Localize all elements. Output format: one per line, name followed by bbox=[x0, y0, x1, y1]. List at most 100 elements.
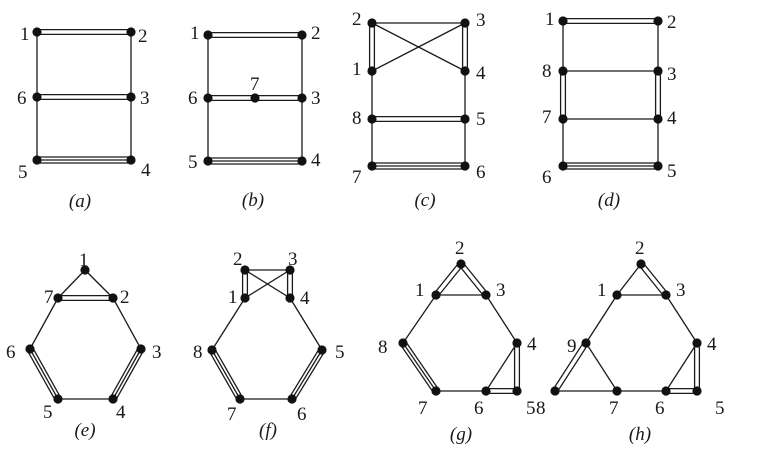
edge-9-7-single bbox=[585, 342, 618, 392]
node-7 bbox=[235, 394, 245, 404]
node-3 bbox=[661, 290, 671, 300]
node-label-2: 2 bbox=[455, 238, 465, 259]
node-label-3: 3 bbox=[476, 10, 486, 31]
node-4 bbox=[460, 66, 470, 76]
edge-2-1-double bbox=[433, 262, 464, 297]
edge-1-7-single bbox=[57, 269, 86, 299]
panel-caption: (d) bbox=[598, 190, 620, 211]
node-7 bbox=[558, 114, 568, 124]
node-6 bbox=[203, 93, 213, 103]
node-2 bbox=[126, 27, 136, 37]
node-label-4: 4 bbox=[527, 334, 537, 355]
node-label-4: 4 bbox=[476, 63, 486, 84]
node-label-4: 4 bbox=[311, 150, 321, 171]
node-3 bbox=[481, 290, 491, 300]
node-label-3: 3 bbox=[152, 342, 162, 363]
node-4 bbox=[285, 293, 295, 303]
node-label-7: 7 bbox=[227, 404, 237, 425]
node-label-1: 1 bbox=[597, 280, 607, 301]
edge-3-4-single bbox=[665, 294, 698, 344]
node-label-6: 6 bbox=[188, 88, 198, 109]
node-label-9: 9 bbox=[567, 336, 577, 357]
node-2 bbox=[636, 259, 646, 269]
panel-caption: (g) bbox=[450, 424, 472, 445]
node-label-2: 2 bbox=[311, 23, 321, 44]
edge-1-2-double bbox=[208, 31, 302, 39]
node-9 bbox=[581, 338, 591, 348]
node-label-3: 3 bbox=[676, 280, 686, 301]
node-5 bbox=[512, 386, 522, 396]
node-label-4: 4 bbox=[667, 108, 677, 129]
node-2 bbox=[240, 265, 250, 275]
edge-2-1-single bbox=[616, 263, 642, 296]
edge-3-4-single bbox=[485, 294, 518, 344]
node-6 bbox=[287, 394, 297, 404]
node-label-5: 5 bbox=[476, 109, 486, 130]
node-label-7: 7 bbox=[542, 107, 552, 128]
panel-caption: (a) bbox=[69, 191, 91, 212]
node-label-4: 4 bbox=[707, 334, 717, 355]
node-label-6: 6 bbox=[655, 398, 665, 419]
edge-8-7-triple bbox=[208, 348, 244, 401]
node-6 bbox=[558, 161, 568, 171]
panel-caption: (e) bbox=[74, 420, 95, 441]
node-4 bbox=[512, 338, 522, 348]
node-label-7: 7 bbox=[44, 287, 54, 308]
node-3 bbox=[297, 93, 307, 103]
edge-2-3-single bbox=[112, 297, 142, 350]
node-6 bbox=[460, 161, 470, 171]
edge-2-3-double bbox=[638, 262, 669, 297]
edge-6-3-double bbox=[37, 93, 131, 101]
node-label-5: 5 bbox=[715, 398, 725, 419]
node-3 bbox=[136, 344, 146, 354]
edge-1-2-single bbox=[84, 269, 114, 299]
node-label-6: 6 bbox=[297, 404, 307, 425]
node-4 bbox=[126, 155, 136, 165]
node-4 bbox=[692, 338, 702, 348]
node-7 bbox=[431, 386, 441, 396]
node-5 bbox=[203, 156, 213, 166]
edge-6-4-single bbox=[485, 342, 518, 392]
node-3 bbox=[653, 66, 663, 76]
node-2 bbox=[367, 18, 377, 28]
node-5 bbox=[653, 161, 663, 171]
edge-6-5-triple bbox=[563, 162, 658, 170]
node-label-1: 1 bbox=[20, 24, 30, 45]
node-4 bbox=[108, 394, 118, 404]
node-5 bbox=[32, 155, 42, 165]
node-1 bbox=[612, 290, 622, 300]
panel-caption: (b) bbox=[242, 190, 264, 211]
node-label-7: 7 bbox=[352, 167, 362, 188]
panel-caption: (h) bbox=[629, 424, 651, 445]
edge-6-7-double bbox=[208, 94, 255, 102]
node-label-7: 7 bbox=[609, 398, 619, 419]
edge-1-8-single bbox=[402, 294, 437, 344]
node-label-6: 6 bbox=[476, 162, 486, 183]
edge-3-4-double bbox=[461, 23, 469, 71]
edge-7-3-double bbox=[255, 94, 302, 102]
edge-3-4-triple bbox=[109, 347, 145, 401]
edge-7-6-triple bbox=[372, 162, 465, 170]
node-label-1: 1 bbox=[190, 23, 200, 44]
node-label-5: 5 bbox=[43, 402, 53, 423]
panel-caption: (c) bbox=[414, 190, 435, 211]
node-7 bbox=[367, 161, 377, 171]
edge-9-8-double bbox=[552, 341, 589, 393]
edge-1-9-single bbox=[585, 294, 618, 344]
edge-3-4-double bbox=[286, 270, 294, 298]
node-1 bbox=[367, 66, 377, 76]
node-7 bbox=[250, 93, 260, 103]
edge-5-4-triple bbox=[208, 157, 302, 165]
node-label-7: 7 bbox=[250, 74, 260, 95]
node-4 bbox=[297, 156, 307, 166]
edge-1-3-single bbox=[371, 22, 466, 72]
node-label-6: 6 bbox=[542, 167, 552, 188]
node-label-5: 5 bbox=[526, 398, 536, 419]
node-label-1: 1 bbox=[352, 59, 362, 80]
node-label-8: 8 bbox=[193, 342, 203, 363]
